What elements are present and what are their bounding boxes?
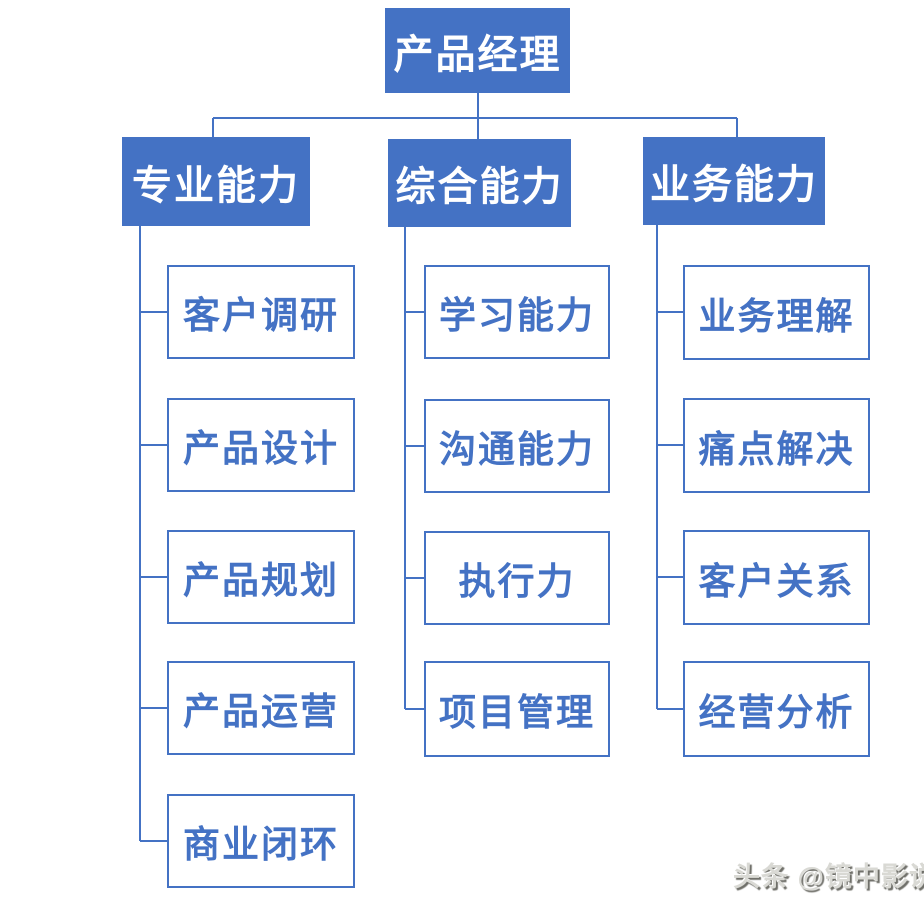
node-customer-relationship: 客户关系 [683, 530, 870, 625]
node-product-manager: 产品经理 [385, 8, 570, 93]
node-learning-ability: 学习能力 [424, 265, 610, 359]
node-customer-research: 客户调研 [167, 265, 355, 359]
node-product-planning: 产品规划 [167, 530, 355, 624]
node-business-understanding: 业务理解 [683, 265, 870, 360]
node-professional-ability: 专业能力 [122, 137, 310, 226]
node-communication-ability: 沟通能力 [424, 399, 610, 493]
watermark-toutiao: 头条 @镜中影说 [733, 862, 924, 892]
branch2-connectors [404, 227, 424, 710]
node-product-design: 产品设计 [167, 398, 355, 492]
root-connector [212, 93, 738, 139]
branch3-connectors [656, 225, 683, 710]
node-execution-ability: 执行力 [424, 531, 610, 625]
node-comprehensive-ability: 综合能力 [388, 139, 571, 227]
node-project-management: 项目管理 [424, 661, 610, 757]
node-operating-analysis: 经营分析 [683, 661, 870, 757]
node-painpoint-solving: 痛点解决 [683, 398, 870, 493]
node-business-ability: 业务能力 [643, 137, 825, 225]
branch1-connectors [139, 226, 167, 842]
node-business-loop: 商业闭环 [167, 794, 355, 888]
node-product-operation: 产品运营 [167, 661, 355, 755]
